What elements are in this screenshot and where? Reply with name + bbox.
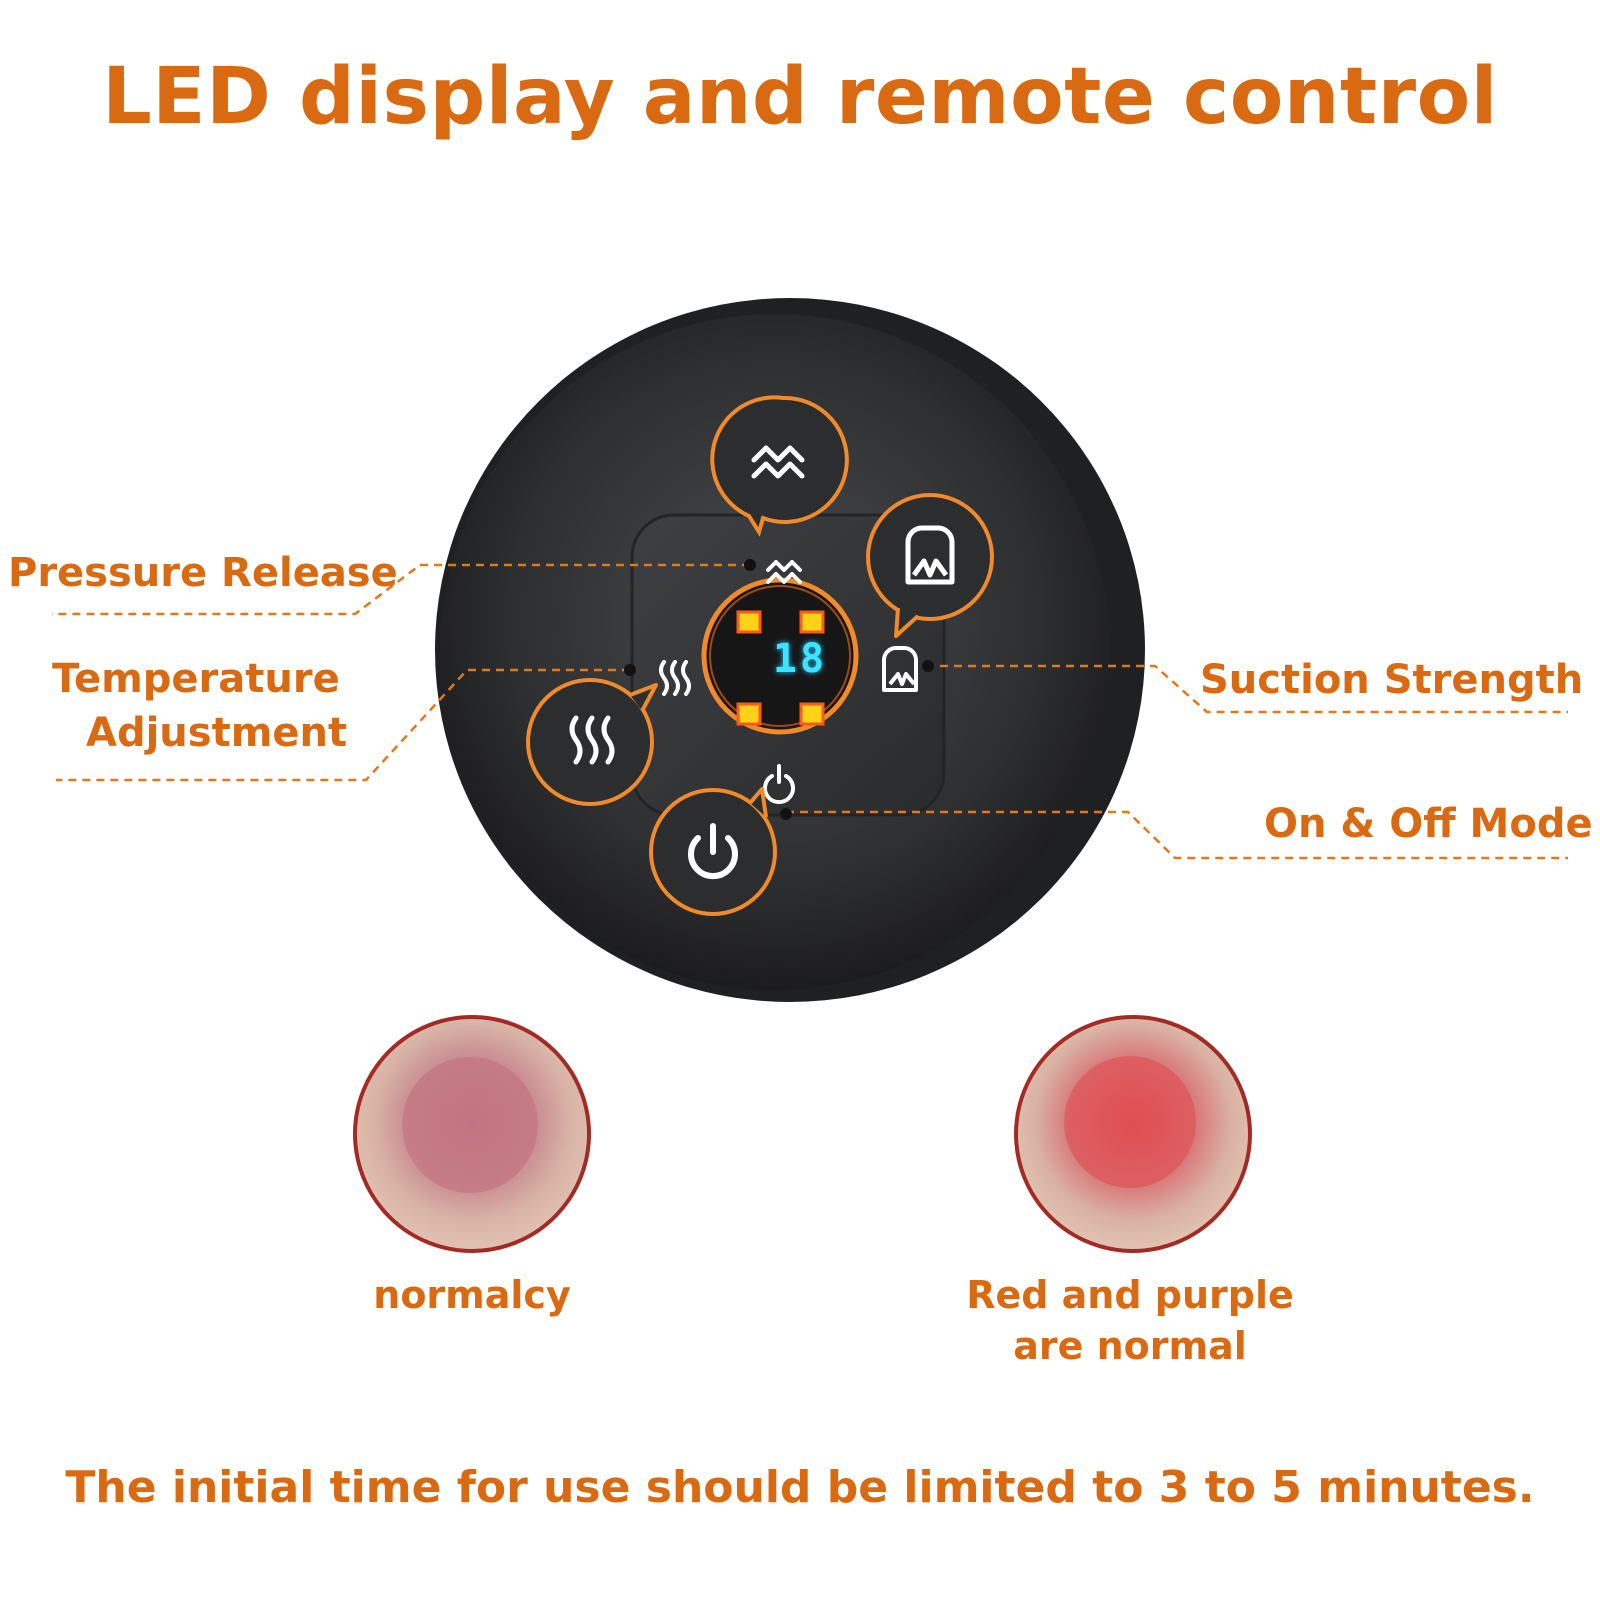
skin-example-normal <box>353 1015 591 1253</box>
indicator-light <box>799 610 825 634</box>
skin-caption-red-purple-line1: Red and purple <box>966 1273 1294 1317</box>
suction-strength-label: Suction Strength <box>1200 657 1584 703</box>
wave-icon <box>751 445 805 479</box>
skin-example-red-purple <box>1014 1015 1252 1253</box>
skin-caption-normal: normalcy <box>332 1270 612 1321</box>
power-leader <box>786 810 1568 860</box>
led-display-value: 18 <box>772 636 828 682</box>
temperature-label-line1: Temperature <box>52 656 340 702</box>
power-icon[interactable] <box>763 764 795 805</box>
suction-leader <box>926 664 1568 714</box>
on-off-mode-label: On & Off Mode <box>1264 801 1593 847</box>
wave-icon[interactable] <box>766 560 802 584</box>
temperature-label-line2: Adjustment <box>86 710 348 756</box>
page-title: LED display and remote control <box>102 52 1498 142</box>
pressure-release-label: Pressure Release <box>8 550 398 596</box>
indicator-light <box>736 610 762 634</box>
indicator-light <box>736 702 762 726</box>
skin-caption-normal-line1: normalcy <box>373 1273 571 1317</box>
heat-callout <box>526 678 658 806</box>
power-callout <box>649 787 777 916</box>
suction-cup-icon[interactable] <box>882 646 918 692</box>
power-icon <box>688 823 738 880</box>
skin-caption-red-purple: Red and purple are normal <box>960 1270 1300 1373</box>
wave-callout <box>710 395 849 537</box>
heat-icon[interactable] <box>659 660 691 696</box>
indicator-light <box>799 702 825 726</box>
heat-icon <box>569 715 615 765</box>
temperature-leader <box>56 668 630 782</box>
skin-caption-red-purple-line2: are normal <box>1013 1324 1247 1369</box>
pressure-release-leader <box>52 563 750 616</box>
suction-callout <box>866 493 994 638</box>
usage-time-note: The initial time for use should be limit… <box>65 1462 1535 1513</box>
suction-cup-icon <box>905 525 955 585</box>
